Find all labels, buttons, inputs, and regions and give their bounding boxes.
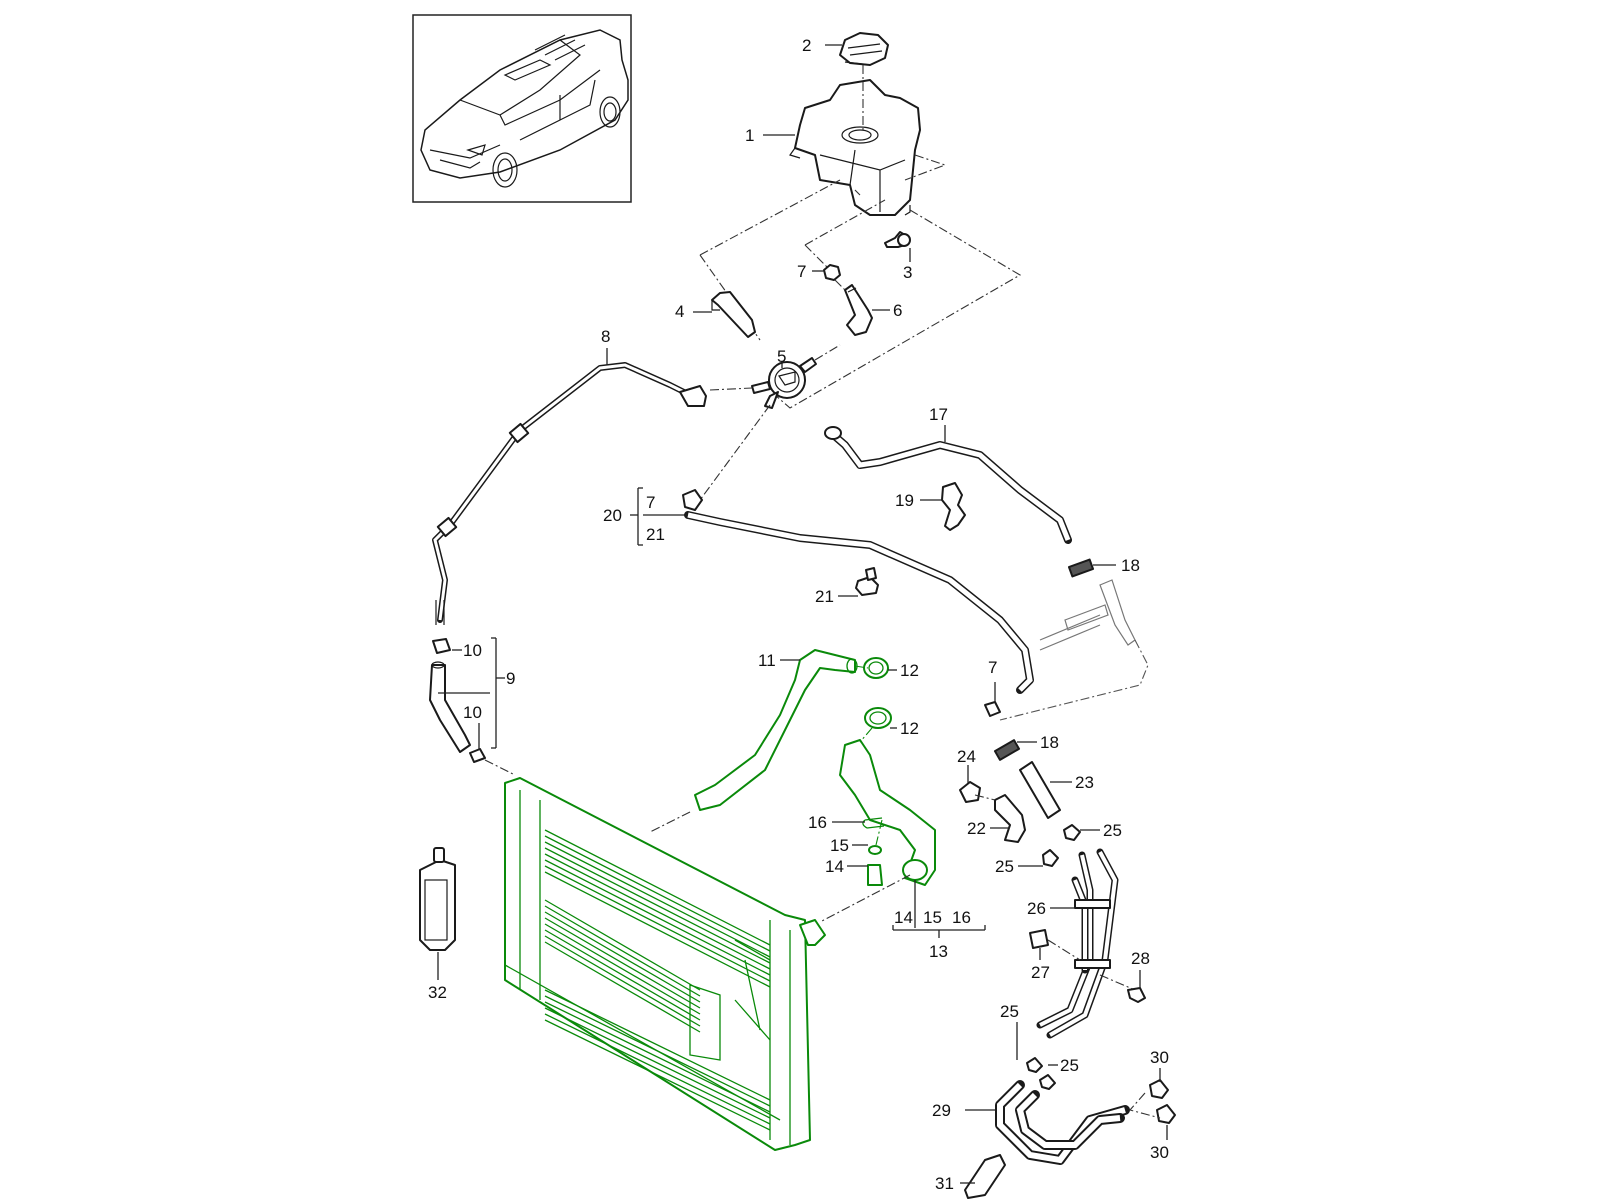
part-strap-31[interactable] — [964, 1154, 1006, 1199]
callout-1[interactable]: 1 — [745, 126, 754, 145]
callout-20-member-7[interactable]: 7 — [646, 493, 655, 512]
callout-26[interactable]: 26 — [1027, 899, 1046, 918]
part-pipe-assembly[interactable] — [1036, 848, 1119, 1039]
callout-13[interactable]: 13 — [929, 942, 948, 961]
callout-25-c[interactable]: 25 — [1000, 1002, 1019, 1021]
part-clamp-30-lower[interactable] — [1156, 1104, 1176, 1124]
vehicle-inset — [412, 14, 632, 203]
part-hose-11[interactable] — [694, 649, 858, 811]
callout-17[interactable]: 17 — [929, 405, 948, 424]
vehicle-illustration — [420, 29, 629, 188]
part-bracket-19[interactable] — [941, 482, 966, 531]
callout-14[interactable]: 14 — [825, 857, 844, 876]
part-seal-15[interactable] — [868, 845, 882, 855]
callout-13-member-14[interactable]: 14 — [894, 908, 913, 927]
part-hose-22[interactable] — [994, 794, 1026, 843]
part-clip-10-lower[interactable] — [469, 748, 486, 763]
part-hose-20[interactable] — [682, 489, 1034, 694]
part-elbow-hose-6[interactable] — [844, 284, 873, 336]
callout-9[interactable]: 9 — [506, 669, 515, 688]
pipe-assembly-background — [999, 579, 1149, 721]
part-clip-10-upper[interactable] — [432, 638, 451, 654]
part-clamp-18-lower[interactable] — [993, 739, 1021, 761]
callout-6[interactable]: 6 — [893, 301, 902, 320]
part-clamp-18-upper[interactable] — [1067, 558, 1095, 578]
callout-31[interactable]: 31 — [935, 1174, 954, 1193]
part-hose-clamp-12-upper[interactable] — [863, 657, 889, 679]
callout-29[interactable]: 29 — [932, 1101, 951, 1120]
callout-18-lower[interactable]: 18 — [1040, 733, 1059, 752]
part-clamp-25-upper-left[interactable] — [1042, 849, 1059, 867]
part-hose-13[interactable] — [839, 739, 936, 886]
callout-13-member-16[interactable]: 16 — [952, 908, 971, 927]
part-connector-21[interactable] — [855, 567, 879, 596]
part-hose-29[interactable] — [995, 1080, 1130, 1165]
part-clamp-30-upper[interactable] — [1149, 1079, 1169, 1099]
callout-23[interactable]: 23 — [1075, 773, 1094, 792]
callout-25-b[interactable]: 25 — [995, 857, 1014, 876]
part-hose-17[interactable] — [824, 426, 1072, 544]
part-hose-8[interactable] — [432, 362, 707, 625]
callout-22[interactable]: 22 — [967, 819, 986, 838]
part-screw-3[interactable] — [884, 231, 911, 248]
callout-20-member-21[interactable]: 21 — [646, 525, 665, 544]
part-bracket-27[interactable] — [1029, 929, 1049, 949]
callout-10-upper[interactable]: 10 — [463, 641, 482, 660]
part-clamp-25-lower-left[interactable] — [1026, 1057, 1043, 1073]
part-bracket-4[interactable] — [711, 291, 756, 338]
callout-15[interactable]: 15 — [830, 836, 849, 855]
part-clip-7[interactable] — [823, 264, 841, 281]
callout-30-upper[interactable]: 30 — [1150, 1048, 1169, 1067]
callout-25-d[interactable]: 25 — [1060, 1056, 1079, 1075]
part-clip-7-lower[interactable] — [984, 701, 1001, 717]
part-hose-clamp-12-lower[interactable] — [864, 707, 892, 729]
callouts: 2 1 3 7 4 6 5 8 17 19 20 7 21 18 21 10 9… — [428, 36, 1169, 1193]
part-hose-9[interactable] — [429, 661, 471, 753]
callout-18[interactable]: 18 — [1121, 556, 1140, 575]
callout-28[interactable]: 28 — [1131, 949, 1150, 968]
callout-11[interactable]: 11 — [758, 651, 776, 670]
part-screw-28[interactable] — [1127, 987, 1146, 1003]
callout-32[interactable]: 32 — [428, 983, 447, 1002]
callout-21[interactable]: 21 — [815, 587, 834, 606]
part-clamp-25-lower-right[interactable] — [1039, 1074, 1056, 1090]
part-clamp-24[interactable] — [959, 781, 981, 803]
callout-2[interactable]: 2 — [802, 36, 811, 55]
part-clamp-25-upper-right[interactable] — [1063, 824, 1081, 841]
callout-10-lower[interactable]: 10 — [463, 703, 482, 722]
callout-3[interactable]: 3 — [903, 263, 912, 282]
part-clip-16[interactable] — [862, 817, 885, 829]
part-radiator[interactable] — [504, 777, 826, 1151]
callout-7-lower[interactable]: 7 — [988, 658, 997, 677]
part-valve-5[interactable] — [751, 357, 817, 409]
callout-25-a[interactable]: 25 — [1103, 821, 1122, 840]
callout-12-lower[interactable]: 12 — [900, 719, 919, 738]
callout-19[interactable]: 19 — [895, 491, 914, 510]
callout-24[interactable]: 24 — [957, 747, 976, 766]
callout-27[interactable]: 27 — [1031, 963, 1050, 982]
callout-13-member-15[interactable]: 15 — [923, 908, 942, 927]
leader-lines — [437, 44, 1168, 1184]
part-coolant-bottle-32[interactable] — [419, 847, 456, 951]
part-hose-23[interactable] — [1019, 761, 1061, 819]
part-expansion-tank[interactable] — [789, 79, 921, 216]
part-sensor-14[interactable] — [867, 864, 883, 886]
callout-5[interactable]: 5 — [777, 347, 786, 366]
callout-20[interactable]: 20 — [603, 506, 622, 525]
callout-4[interactable]: 4 — [675, 302, 684, 321]
callout-30-lower[interactable]: 30 — [1150, 1143, 1169, 1162]
callout-16[interactable]: 16 — [808, 813, 827, 832]
callout-7[interactable]: 7 — [797, 262, 806, 281]
callout-12-upper[interactable]: 12 — [900, 661, 919, 680]
callout-8[interactable]: 8 — [601, 327, 610, 346]
part-filler-cap[interactable] — [839, 32, 889, 66]
